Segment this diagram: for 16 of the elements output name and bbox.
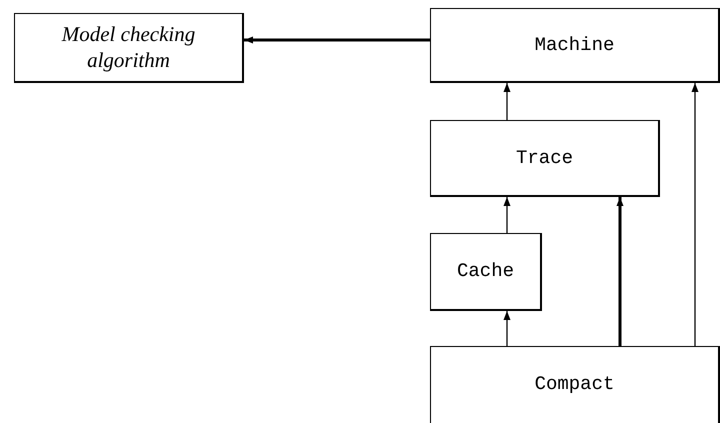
- box-label: Machine: [534, 34, 614, 56]
- arrow: [504, 311, 510, 346]
- process-box: [430, 346, 720, 423]
- process-box: [430, 120, 660, 197]
- process-box: [430, 233, 542, 311]
- box-label: Model checking algorithm: [60, 22, 196, 73]
- box-label: Compact: [534, 373, 614, 396]
- arrow: [692, 83, 698, 346]
- arrow: [504, 83, 510, 120]
- box-label: Trace: [516, 146, 573, 170]
- arrow: [616, 197, 624, 346]
- arrow: [504, 197, 510, 233]
- process-box: [430, 8, 720, 83]
- box-label: Cache: [456, 260, 514, 283]
- process-box: [14, 13, 244, 83]
- arrow: [244, 36, 430, 44]
